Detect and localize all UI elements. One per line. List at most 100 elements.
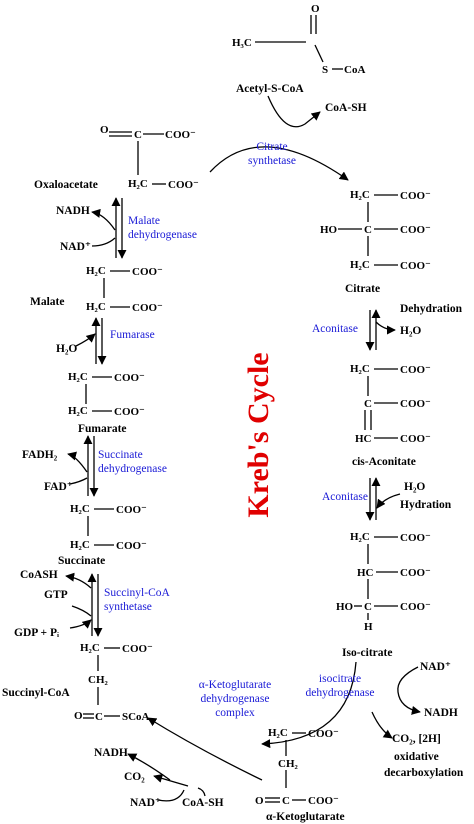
enzyme-aconitase-2: Aconitase <box>322 491 368 503</box>
atom-coo: COO⁻ <box>400 260 431 272</box>
acetyl-coa-structure: O H₃C S CoA Acetyl-S-CoA <box>232 3 365 95</box>
atom-coo: COO⁻ <box>116 540 147 552</box>
atom-h2c: H₂C <box>70 503 90 515</box>
cycle-title: Kreb's Cycle <box>242 352 275 517</box>
atom-coa: CoA <box>344 64 365 76</box>
enzyme-succinate-dh-2: dehydrogenase <box>98 463 167 475</box>
nadh-isocitrate: NADH <box>424 707 458 719</box>
enzyme-akg-dh-1: α-Ketoglutarate <box>199 679 271 691</box>
atom-h2c: H₂C <box>68 371 88 383</box>
atom-coo: COO⁻ <box>400 532 431 544</box>
enzyme-citrate-synthetase: Citrate <box>256 141 287 153</box>
atom-coo: COO⁻ <box>400 364 431 376</box>
fad-label: FAD⁺ <box>44 481 73 493</box>
co2-2h-product: CO₂, [2H] <box>392 733 441 745</box>
atom-coo: COO⁻ <box>308 728 339 740</box>
succinyl-coa-label: Succinyl-CoA <box>2 687 70 699</box>
atom-h2c: H₂C <box>86 265 106 277</box>
citrate-structure: H₂C COO⁻ HO C COO⁻ H₂C COO⁻ Citrate <box>320 189 431 295</box>
fadh2-label: FADH₂ <box>22 449 58 461</box>
atom-h2c: H₂C <box>350 363 370 375</box>
cis-aconitate-label: cis-Aconitate <box>352 456 416 468</box>
h2o-product: H₂O <box>400 325 421 337</box>
atom-coo: COO⁻ <box>114 406 145 418</box>
atom-c: C <box>134 129 142 141</box>
coash-akg: CoA-SH <box>182 797 224 809</box>
enzyme-succinyl-coa-synth-1: Succinyl-CoA <box>104 587 170 599</box>
atom-o: O <box>100 124 109 136</box>
atom-h2c: H₂C <box>128 178 148 190</box>
atom-coo: COO⁻ <box>122 643 153 655</box>
h2o-fumarase: H₂O <box>56 343 77 355</box>
enzyme-isocitrate-dh-2: dehydrogenase <box>306 687 375 699</box>
atom-c: C <box>95 711 103 723</box>
enzyme-fumarase: Fumarase <box>110 329 155 341</box>
atom-ho: HO <box>320 224 338 236</box>
decarboxylation-label: decarboxylation <box>384 767 464 779</box>
hydration-label: Hydration <box>400 499 452 511</box>
atom-o: O <box>255 795 264 807</box>
atom-c: C <box>364 224 372 236</box>
nad-isocitrate: NAD⁺ <box>420 661 451 673</box>
nad-malate: NAD⁺ <box>60 241 91 253</box>
atom-coo: COO⁻ <box>132 302 163 314</box>
enzyme-isocitrate-dh-1: isocitrate <box>319 673 361 685</box>
atom-h2c: H₂C <box>268 727 288 739</box>
alpha-ketoglutarate-label: α-Ketoglutarate <box>266 811 345 823</box>
alpha-ketoglutarate-structure: H₂C COO⁻ CH₂ O C COO⁻ α-Ketoglutarate <box>255 727 345 823</box>
oxaloacetate-label: Oxaloacetate <box>34 179 98 191</box>
atom-h2c: H₂C <box>86 301 106 313</box>
nadh-akg: NADH <box>94 747 128 759</box>
atom-c: C <box>364 398 372 410</box>
atom-h2c: H₂C <box>350 259 370 271</box>
atom-coo: COO⁻ <box>114 372 145 384</box>
oxaloacetate-structure: O C COO⁻ H₂C COO⁻ Oxaloacetate <box>34 124 199 191</box>
enzyme-succinate-dh-1: Succinate <box>98 449 143 461</box>
enzyme-citrate-synthetase-2: synthetase <box>248 155 296 167</box>
atom-coo: COO⁻ <box>168 179 199 191</box>
isocitrate-label: Iso-citrate <box>342 647 392 659</box>
atom-ho: HO <box>336 601 354 613</box>
atom-h2c: H₂C <box>80 642 100 654</box>
co2-akg: CO₂ <box>124 771 145 783</box>
atom-coo: COO⁻ <box>400 601 431 613</box>
atom-c: C <box>282 795 290 807</box>
enzyme-malate-dh-2: dehydrogenase <box>128 229 197 241</box>
atom-h2c: H₂C <box>68 405 88 417</box>
atom-coo: COO⁻ <box>116 504 147 516</box>
fumarate-structure: H₂C COO⁻ H₂C COO⁻ Fumarate <box>68 371 145 435</box>
enzyme-malate-dh-1: Malate <box>128 215 160 227</box>
atom-hc: HC <box>357 567 374 579</box>
gtp-label: GTP <box>44 589 68 601</box>
atom-ch2: CH₂ <box>88 674 109 686</box>
atom-coo: COO⁻ <box>165 129 196 141</box>
atom-h2c: H₂C <box>70 539 90 551</box>
atom-scoa: SCoA <box>122 711 150 723</box>
coash-product: CoA-SH <box>325 102 367 114</box>
atom-h2c: H₂C <box>350 189 370 201</box>
atom-h3c: H₃C <box>232 37 252 49</box>
succinyl-coa-structure: H₂C COO⁻ CH₂ O C SCoA Succinyl-CoA <box>2 642 153 723</box>
enzyme-akg-dh-3: complex <box>215 707 255 719</box>
atom-coo: COO⁻ <box>132 266 163 278</box>
enzyme-succinyl-coa-synth-2: synthetase <box>104 601 152 613</box>
succinate-structure: H₂C COO⁻ H₂C COO⁻ Succinate <box>58 503 147 567</box>
atom-o: O <box>74 710 83 722</box>
enzyme-aconitase-1: Aconitase <box>312 323 358 335</box>
h2o-reactant: H₂O <box>404 481 425 493</box>
atom-coo: COO⁻ <box>400 190 431 202</box>
fumarate-label: Fumarate <box>78 423 127 435</box>
malate-structure: H₂C COO⁻ H₂C COO⁻ Malate <box>30 265 163 314</box>
succinate-label: Succinate <box>58 555 105 567</box>
atom-coo: COO⁻ <box>400 398 431 410</box>
atom-h: H <box>364 621 373 633</box>
citrate-label: Citrate <box>345 283 380 295</box>
atom-coo: COO⁻ <box>400 224 431 236</box>
nad-akg: NAD⁺ <box>130 797 161 809</box>
cis-aconitate-structure: H₂C COO⁻ C COO⁻ HC COO⁻ cis-Aconitate <box>350 363 431 468</box>
atom-hc: HC <box>355 433 372 445</box>
atom-coo: COO⁻ <box>400 433 431 445</box>
enzyme-akg-dh-2: dehydrogenase <box>201 693 270 705</box>
